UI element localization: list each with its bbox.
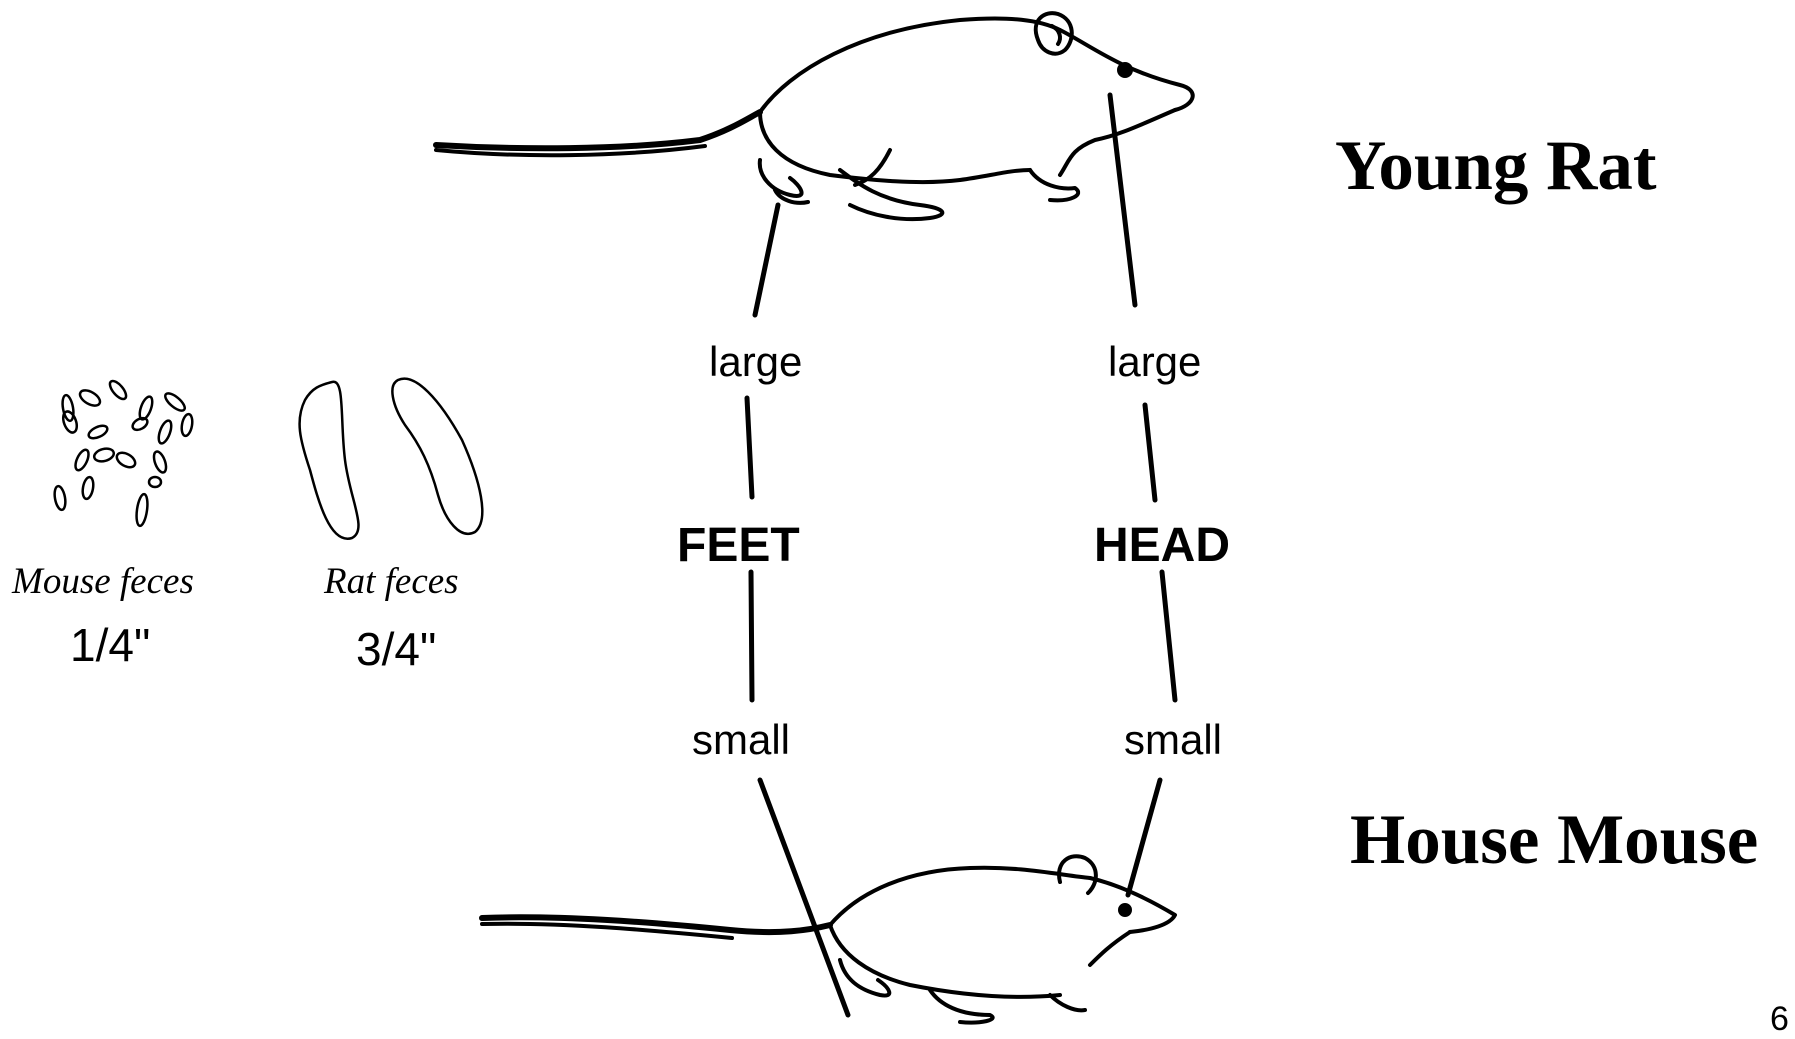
mouse-feces-caption: Mouse feces <box>12 560 194 603</box>
page-number: 6 <box>1770 1000 1789 1039</box>
feet-small-label: small <box>692 716 790 764</box>
head-small-label: small <box>1124 716 1222 764</box>
head-large-label: large <box>1108 338 1201 386</box>
rat-feces-size: 3/4" <box>356 622 436 676</box>
head-label: HEAD <box>1094 518 1230 573</box>
rat-feces-pellets <box>300 379 483 539</box>
mouse-feces-size: 1/4" <box>70 618 150 672</box>
feet-label: FEET <box>677 518 800 573</box>
young-rat-drawing <box>436 13 1193 219</box>
mouse-feces-pellets <box>53 378 194 526</box>
rat-feces-caption: Rat feces <box>324 560 459 603</box>
young-rat-title: Young Rat <box>1335 126 1657 207</box>
feet-large-label: large <box>709 338 802 386</box>
house-mouse-title: House Mouse <box>1350 800 1758 881</box>
house-mouse-drawing <box>482 856 1175 1022</box>
